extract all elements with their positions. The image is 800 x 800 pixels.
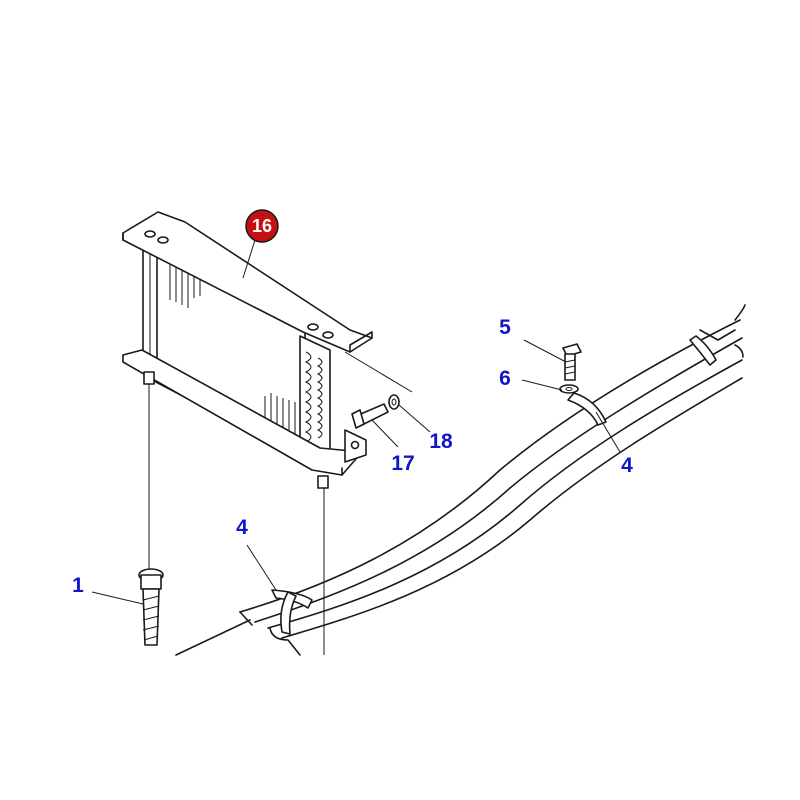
bolt-17	[351, 403, 389, 429]
bolt-5	[562, 343, 582, 381]
bracket-hole	[307, 323, 319, 331]
oil-cooler-assembly	[122, 211, 373, 489]
washer-18	[388, 394, 400, 410]
hose-clamp-lower	[271, 589, 313, 635]
fitting-1	[138, 568, 164, 646]
leader-lines	[91, 239, 621, 605]
hose-clamp-upper	[567, 335, 717, 426]
callout-16: 16	[245, 209, 279, 243]
mount-stud	[143, 371, 155, 385]
washer-6	[559, 384, 579, 394]
ear-hole	[350, 440, 360, 450]
callout-17: 17	[391, 452, 414, 475]
mount-stud	[317, 475, 329, 489]
callout-1: 1	[72, 574, 84, 597]
callout-4-upper: 4	[621, 454, 633, 477]
assembly-centerline	[344, 351, 413, 393]
bracket-hole	[157, 236, 169, 244]
bracket-hole	[144, 230, 156, 238]
hose-bundle	[239, 304, 746, 656]
callout-5: 5	[499, 316, 511, 339]
callout-16-label: 16	[252, 216, 272, 236]
callout-4-lower: 4	[236, 516, 248, 539]
callout-6: 6	[499, 367, 511, 390]
pipe-line	[175, 619, 251, 656]
callout-18: 18	[429, 430, 453, 453]
bracket-hole	[322, 331, 334, 339]
